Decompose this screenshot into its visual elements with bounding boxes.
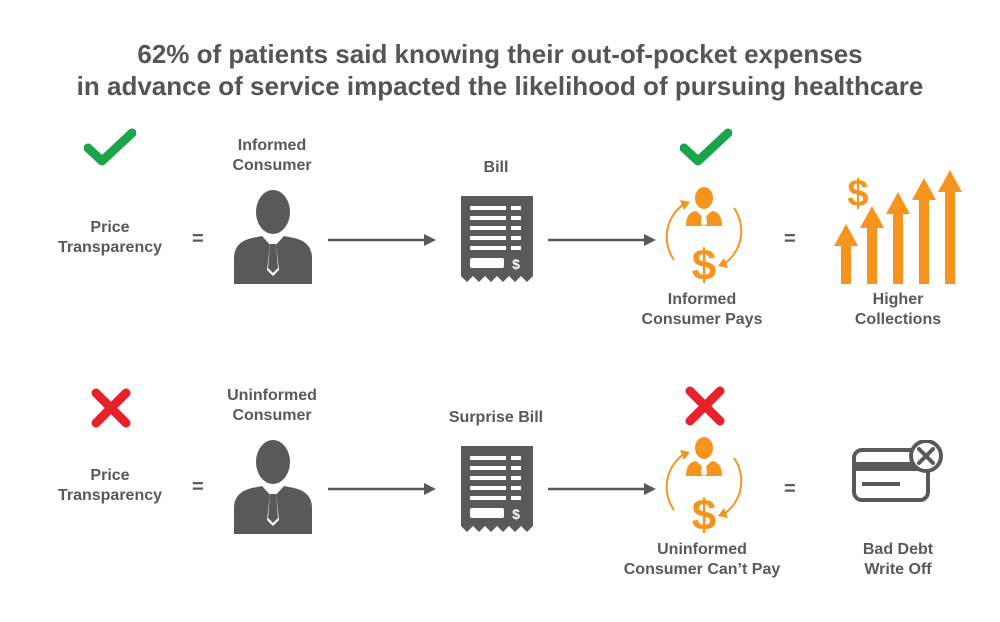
title-line-1: 62% of patients said knowing their out-o…: [137, 39, 863, 69]
equals-sign: =: [784, 228, 796, 250]
payment-cycle-icon: $: [665, 437, 743, 536]
outcome-label: Bad Debt Write Off: [862, 541, 934, 578]
declined-card-icon: [852, 440, 943, 502]
page-title: 62% of patients said knowing their out-o…: [0, 38, 1000, 102]
cross-icon: [685, 386, 725, 426]
price-transparency-label: Price Transparency: [57, 467, 163, 504]
flow-arrow: [548, 234, 656, 246]
payment-cycle-icon: $: [665, 187, 743, 286]
outcome-label: Higher Collections: [854, 291, 942, 328]
person-icon: [234, 440, 312, 534]
flow-arrow: [328, 483, 436, 495]
consumer-cant-pay-label: Uninformed Consumer Can’t Pay: [623, 541, 781, 578]
svg-text:$: $: [692, 491, 716, 536]
price-transparency-label: Price Transparency: [57, 219, 163, 256]
svg-text:$: $: [847, 173, 868, 215]
svg-text:$: $: [512, 256, 520, 272]
bill-label: Bill: [483, 159, 509, 176]
title-line-2: in advance of service impacted the likel…: [76, 71, 924, 101]
cross-icon: [91, 388, 131, 428]
receipt-icon: $: [461, 446, 533, 532]
consumer-label: Informed Consumer: [232, 137, 312, 174]
equals-sign: =: [192, 476, 204, 498]
bar-arrows-icon: $: [834, 170, 962, 284]
flow-arrow: [548, 483, 656, 495]
check-icon: [680, 128, 732, 166]
flow-arrow: [328, 234, 436, 246]
check-icon: [84, 128, 136, 166]
equals-sign: =: [192, 228, 204, 250]
consumer-label: Uninformed Consumer: [227, 387, 317, 424]
consumer-pays-label: Informed Consumer Pays: [641, 291, 763, 328]
bill-label: Surprise Bill: [448, 409, 544, 426]
receipt-icon: $: [461, 196, 533, 282]
equals-sign: =: [784, 478, 796, 500]
svg-text:$: $: [512, 506, 520, 522]
svg-text:$: $: [692, 241, 716, 286]
person-icon: [234, 190, 312, 284]
